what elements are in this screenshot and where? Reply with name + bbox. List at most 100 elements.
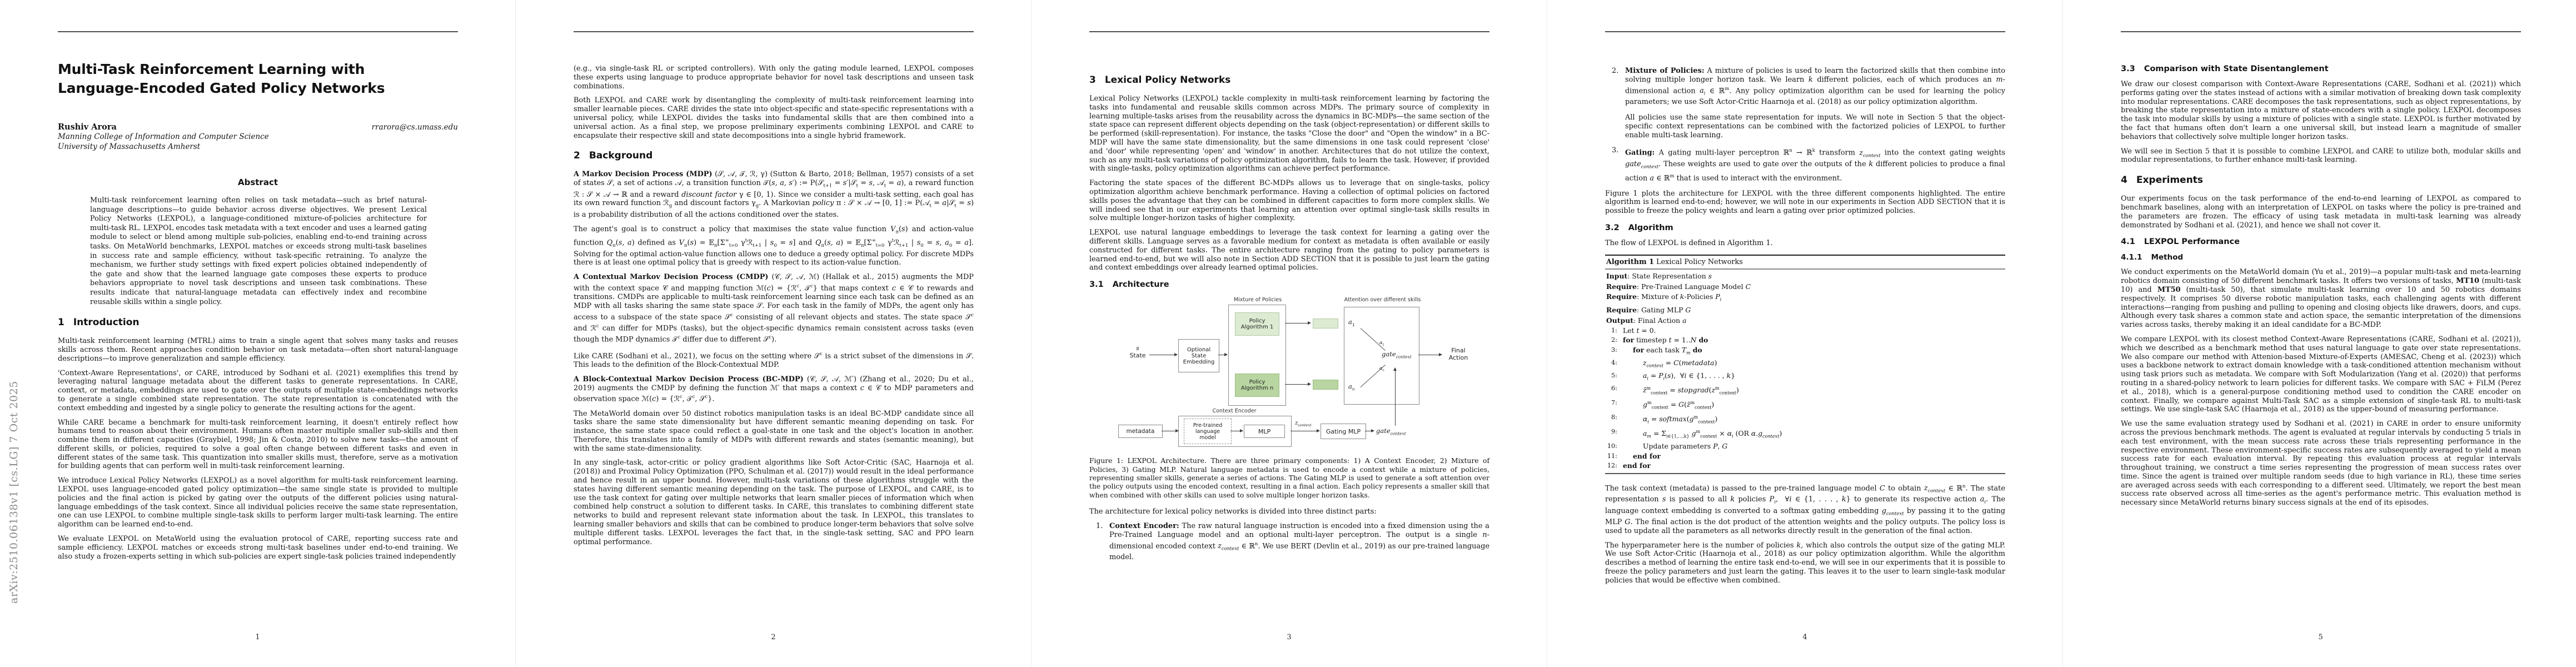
paragraph: Factoring the state spaces of the differ… [1089,179,1489,223]
author-name: Rushiv Arora [58,122,117,132]
arrow [1393,367,1397,426]
page-1: arXiv:2510.06138v1 [cs.LG] 7 Oct 2025 Mu… [0,0,515,667]
paragraph: In any single-task, actor-critic or poli… [574,459,974,546]
action-output-n-box [1313,380,1338,390]
algorithm-line: 10:Update parameters P, G [1607,442,1728,451]
paragraph: We will see in Section 5 that it is poss… [2121,147,2521,165]
author-email: rrarora@cs.umass.edu [371,123,458,132]
algorithm-require: Require: Pre-Trained Language Model C [1606,282,1751,291]
list-item-continuation: All policies use the same state represen… [1625,113,2005,140]
algorithm-line: 3:for each task Tm do [1611,345,1702,356]
algorithm-line: 8:αi = softmax(gmcontext) [1611,413,1718,425]
paragraph: We draw our closest comparison with Cont… [2121,80,2521,141]
algorithm-line: 11:end for [1607,451,1661,460]
algorithm-line: 6:z̄mcontext = stopgrad(zmcontext) [1611,384,1739,396]
algorithm-line: 1:Let t = 0. [1611,326,1656,335]
alpha-1-label: α1 [1379,340,1384,347]
algorithm-line: 7:gmcontext = G(z̄mcontext) [1611,399,1715,410]
mlp-box: MLP [1244,425,1285,439]
paragraph: LEXPOL use natural language embeddings t… [1089,228,1489,272]
action-n-symbol: an [1348,382,1355,392]
affiliation-line: Manning College of Information and Compu… [58,132,269,141]
paragraph: Figure 1 plots the architecture for LEXP… [1605,189,2005,216]
paragraph: We evaluate LEXPOL on MetaWorld using th… [58,535,458,561]
algorithm-title: Algorithm 1 Lexical Policy Networks [1605,256,2005,270]
attention-label: Attention over different skills [1344,297,1421,303]
gate-context-label: gatecontext [1382,350,1412,360]
paragraph: Our experiments focus on the task perfor… [2121,195,2521,230]
gate-context-output-label: gatecontext [1376,427,1406,436]
paragraph: The agent's goal is to construct a polic… [574,225,974,267]
algorithm-input: Input: State Representation s [1606,272,1712,281]
algorithm-require: Require: Mixture of k-Policies Pi [1606,292,1722,302]
paragraph: We introduce Lexical Policy Networks (LE… [58,476,458,529]
header-rule [1089,31,1489,32]
header-rule [574,31,974,32]
action-output-1-box [1313,318,1338,329]
page-2: (e.g., via single-task RL or scripted co… [515,0,1031,667]
paper-title: Multi-Task Reinforcement Learning with L… [58,61,385,96]
paragraph: Like CARE (Sodhani et al., 2021), we foc… [574,350,974,370]
algorithm-line: 2:for timestep t = 1..N do [1611,336,1708,345]
page-number: 2 [771,633,776,641]
paragraph: While CARE became a benchmark for multi-… [58,418,458,471]
z-context-label: zcontext [1295,420,1312,428]
context-encoder-label: Context Encoder [1212,408,1257,415]
page-number: 1 [255,633,260,641]
page-number: 4 [1802,633,1807,641]
paragraph: We conduct experiments on the MetaWorld … [2121,268,2521,330]
gating-mlp-box: Gating MLP [1321,424,1366,440]
paragraph: Both LEXPOL and CARE work by disentangli… [574,96,974,140]
state-input-label: s State [1129,345,1146,360]
paragraph: The architecture for lexical policy netw… [1089,507,1377,516]
paragraph: A Markov Decision Process (MDP) (𝒮, 𝒜, 𝒯… [574,170,974,219]
paragraph: A Contextual Markov Decision Process (CM… [574,273,974,344]
paragraph: We use the same evaluation strategy used… [2121,420,2521,507]
page-4: 2. Mixture of Policies: A mixture of pol… [1547,0,2062,667]
abstract-heading: Abstract [237,177,278,187]
mixture-of-policies-label: Mixture of Policies [1233,297,1282,303]
paragraph: We compare LEXPOL with its closest metho… [2121,335,2521,414]
arxiv-watermark: arXiv:2510.06138v1 [cs.LG] 7 Oct 2025 [8,381,20,604]
algorithm-1-box: Algorithm 1 Lexical Policy Networks Inpu… [1605,254,2005,474]
header-rule [58,31,458,32]
author-row: Rushiv Arora rrarora@cs.umass.edu [58,122,458,132]
abstract-text: Multi-task reinforcement learning often … [90,196,427,306]
algorithm-output: Output: Final Action a [1606,316,1687,325]
arrow [1285,382,1311,386]
paragraph: The task context (metadata) is passed to… [1605,482,2005,535]
paragraph: Multi-task reinforcement learning (MTRL)… [58,337,458,363]
list-item: 3. Gating: A gating multi-layer perceptr… [1612,146,2005,182]
paragraph: The hyperparameter here is the number of… [1605,541,2005,585]
paragraph: The MetaWorld domain over 50 distinct ro… [574,409,974,453]
list-item: 1. Context Encoder: The raw natural lang… [1096,521,1490,562]
paragraph: A Block-Contextual Markov Decision Proce… [574,375,974,404]
page-number: 5 [2318,633,2323,641]
algorithm-line: 4:zcontext = C(metadata) [1611,358,1717,369]
paragraph: (e.g., via single-task RL or scripted co… [574,64,974,91]
paragraph: 'Context-Aware Representations', or CARE… [58,369,458,412]
header-rule [1605,31,2005,32]
algorithm-line: 9:am = Σi∈{1,...,k} gmcontext × αi (OR α… [1611,427,1782,439]
header-rule [2121,31,2521,32]
action-1-symbol: a1 [1348,318,1355,327]
attention-box [1344,307,1419,405]
paragraph: Lexical Policy Networks (LEXPOL) tackle … [1089,94,1489,173]
figure-1-caption: Figure 1: LEXPOL Architecture. There are… [1089,457,1489,499]
